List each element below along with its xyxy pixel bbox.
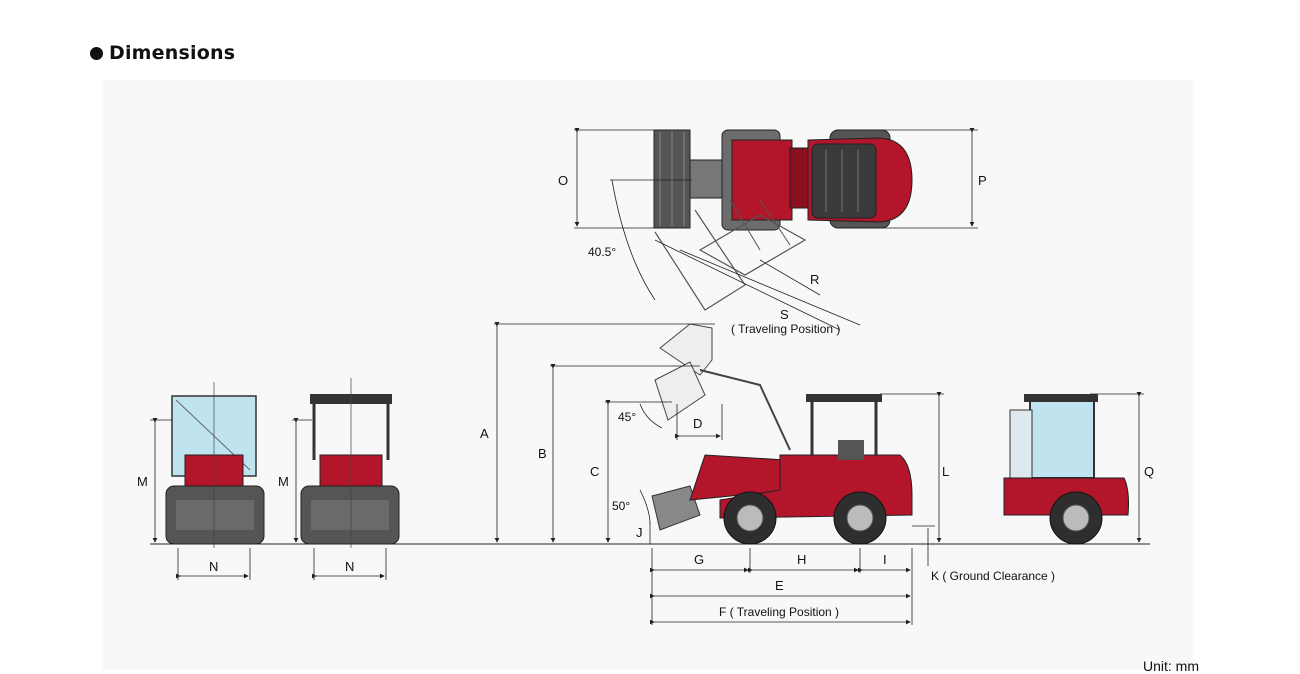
label-Q: Q bbox=[1144, 464, 1154, 479]
label-K: K ( Ground Clearance ) bbox=[931, 569, 1055, 583]
front-view-cab bbox=[165, 382, 265, 548]
angle-bucket-rollback: 50° bbox=[612, 499, 630, 513]
label-C: C bbox=[590, 464, 599, 479]
section-heading: Dimensions bbox=[90, 40, 235, 66]
label-R: R bbox=[810, 272, 819, 287]
diagram-background bbox=[103, 80, 1193, 670]
label-S-note: ( Traveling Position ) bbox=[731, 322, 840, 336]
bullet-icon bbox=[90, 46, 103, 60]
top-view-machine bbox=[653, 129, 913, 311]
label-N-cab: N bbox=[209, 559, 218, 574]
label-E: E bbox=[775, 578, 784, 593]
label-I: I bbox=[883, 552, 887, 567]
label-G: G bbox=[694, 552, 704, 567]
label-M-canopy: M bbox=[278, 474, 289, 489]
angle-bucket-dump: 45° bbox=[618, 410, 636, 424]
cab-side-view bbox=[1003, 394, 1129, 545]
front-view-canopy bbox=[300, 378, 400, 548]
label-A: A bbox=[480, 426, 489, 441]
label-P: P bbox=[978, 173, 987, 188]
label-L: L bbox=[942, 464, 949, 479]
label-M-cab: M bbox=[137, 474, 148, 489]
section-title: Dimensions bbox=[109, 42, 236, 64]
label-D: D bbox=[693, 416, 702, 431]
unit-note: Unit: mm bbox=[1143, 658, 1199, 674]
label-S: S bbox=[780, 307, 789, 322]
angle-top-swing: 40.5° bbox=[588, 245, 616, 259]
label-N-canopy: N bbox=[345, 559, 354, 574]
label-B: B bbox=[538, 446, 547, 461]
label-F: F ( Traveling Position ) bbox=[719, 605, 839, 619]
side-view-machine bbox=[651, 323, 913, 545]
label-J: J bbox=[636, 525, 643, 540]
label-O: O bbox=[558, 173, 568, 188]
label-H: H bbox=[797, 552, 806, 567]
